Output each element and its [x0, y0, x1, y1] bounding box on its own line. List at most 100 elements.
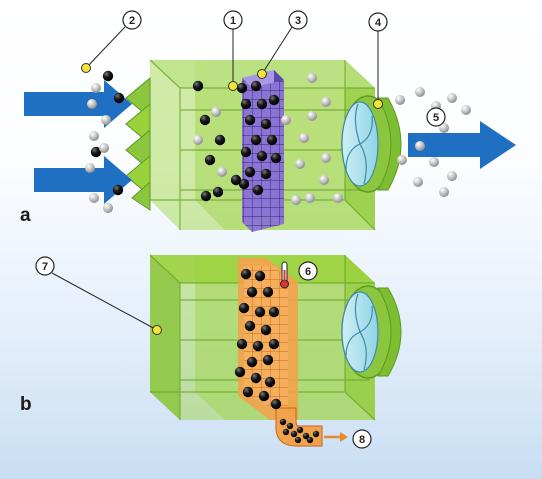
- grey-particle: [333, 193, 343, 203]
- black-particle: [264, 376, 276, 388]
- fan-icon: [341, 95, 402, 193]
- black-particle: [102, 70, 114, 82]
- grey-particle: [299, 133, 309, 143]
- black-particle: [252, 184, 264, 196]
- callout-leader-line: [85, 26, 126, 69]
- black-particle: [252, 340, 264, 352]
- black-particle: [262, 354, 274, 366]
- grey-particle: [321, 153, 331, 163]
- panel-label-b: b: [20, 394, 32, 415]
- grey-particle: [99, 143, 109, 153]
- grey-particle: [305, 193, 315, 203]
- grey-particle: [395, 95, 405, 105]
- black-particle: [200, 190, 212, 202]
- outflow-arrow: [408, 121, 516, 169]
- black-particle: [260, 324, 272, 336]
- black-particle: [192, 80, 204, 92]
- unit-b: [149, 254, 402, 447]
- black-particle: [240, 98, 252, 110]
- grey-particle: [461, 105, 471, 115]
- black-particle: [234, 366, 246, 378]
- grey-particle: [415, 141, 425, 151]
- discharge-arrow: [324, 432, 348, 442]
- callout-circle: [288, 10, 308, 30]
- grey-particle: [291, 195, 301, 205]
- grey-particle: [193, 135, 203, 145]
- black-particle: [260, 168, 272, 180]
- black-particle: [244, 320, 256, 332]
- black-particle: [250, 372, 262, 384]
- grey-particle: [321, 97, 331, 107]
- callout-circle: [35, 256, 55, 276]
- fan-icon: [341, 285, 402, 379]
- thermometer-icon: [280, 261, 289, 289]
- black-particle: [236, 338, 248, 350]
- black-particle: [240, 146, 252, 158]
- black-particle: [260, 118, 272, 130]
- grey-particle: [103, 203, 113, 213]
- discharged-particle: [296, 426, 304, 434]
- black-particle: [258, 390, 270, 402]
- discharged-particle: [290, 430, 298, 438]
- black-particle: [256, 150, 268, 162]
- black-particle: [262, 286, 274, 298]
- black-particle: [268, 338, 280, 350]
- grey-particle: [307, 111, 317, 121]
- black-particle: [244, 166, 256, 178]
- black-particle: [113, 92, 125, 104]
- black-particle: [270, 152, 282, 164]
- callout-number: 8: [359, 434, 365, 446]
- discharged-particle: [302, 432, 310, 440]
- callout-number: 3: [295, 15, 301, 27]
- grey-particle: [211, 107, 221, 117]
- black-particle: [266, 134, 278, 146]
- black-particle: [214, 134, 226, 146]
- callout-circle: [426, 107, 446, 127]
- captured-particles-a: [90, 70, 282, 202]
- discharged-particle: [312, 430, 320, 438]
- callout-pin-dot: [373, 99, 383, 109]
- callout-number: 5: [433, 112, 439, 124]
- callout-number: 7: [42, 261, 48, 273]
- callout-number: 6: [305, 266, 311, 278]
- grey-particle: [447, 93, 457, 103]
- callout-circle: [223, 10, 243, 30]
- grey-particle: [101, 115, 111, 125]
- black-particle: [199, 114, 211, 126]
- callout-circle: [122, 10, 142, 30]
- housing-b-inlet-face: [150, 255, 180, 420]
- callout-pin-dot: [257, 69, 267, 79]
- black-particle: [268, 94, 280, 106]
- grey-particle: [439, 187, 449, 197]
- grey-particle: [397, 155, 407, 165]
- black-particle: [250, 134, 262, 146]
- grey-particle: [89, 193, 99, 203]
- callout-leader-line: [261, 26, 293, 75]
- inflow-arrow-top: [24, 80, 132, 128]
- callout-number: 4: [375, 17, 382, 29]
- callout-leader-line: [51, 272, 158, 331]
- callout-pin-dot: [81, 63, 91, 73]
- gas-particles-a: [85, 73, 471, 213]
- black-particle: [270, 398, 282, 410]
- black-particle: [238, 178, 250, 190]
- grey-particle: [89, 131, 99, 141]
- discharged-particle: [306, 436, 314, 444]
- callout-pin-dot: [152, 325, 162, 335]
- callouts: 1 2 3 4 5 6 7 8: [35, 10, 446, 449]
- callout-number: 1: [230, 15, 236, 27]
- panel-label-a: a: [20, 205, 31, 226]
- black-particle: [256, 98, 268, 110]
- callout-number: 2: [129, 15, 135, 27]
- grey-particle: [295, 159, 305, 169]
- grey-particle: [281, 115, 291, 125]
- pleated-prefilter-a: [125, 76, 151, 211]
- callout-circle: [368, 12, 388, 32]
- grey-particle: [307, 73, 317, 83]
- black-particle: [250, 80, 262, 92]
- black-particle: [112, 184, 124, 196]
- grey-particle: [217, 167, 227, 177]
- captured-particles-b: [234, 268, 320, 444]
- grey-particle: [447, 171, 457, 181]
